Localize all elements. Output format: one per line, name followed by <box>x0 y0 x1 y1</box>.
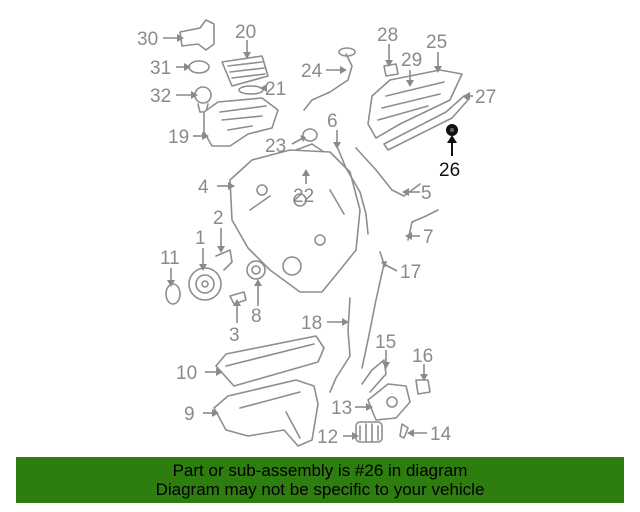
callout-31: 31 <box>150 58 171 79</box>
part-seal-23 <box>302 128 318 142</box>
part-seal-11 <box>165 283 181 305</box>
callout-20: 20 <box>235 22 256 43</box>
part-pan-gasket <box>215 335 325 387</box>
part-oil-pan <box>213 379 319 447</box>
callout-23: 23 <box>265 136 286 157</box>
part-thermostat-housing <box>179 19 215 51</box>
part-oil-cap <box>383 63 399 77</box>
parts-drawing <box>165 19 469 447</box>
part-bracket-2 <box>215 249 233 271</box>
callout-19: 19 <box>168 127 189 148</box>
callout-5: 5 <box>421 183 432 204</box>
arrowheads <box>167 34 470 440</box>
callout-24: 24 <box>301 61 323 82</box>
callout-26-highlighted: 26 <box>439 160 460 181</box>
part-bracket-15 <box>361 359 387 393</box>
callout-14: 14 <box>430 424 452 445</box>
callout-15: 15 <box>375 332 396 353</box>
parts-diagram <box>163 19 473 447</box>
callout-11: 11 <box>160 248 180 269</box>
part-intake-manifold <box>203 97 279 147</box>
callout-3: 3 <box>229 325 240 346</box>
part-dipstick-tube <box>329 297 351 393</box>
part-oil-filter <box>355 421 383 443</box>
callout-6: 6 <box>327 111 338 132</box>
callout-32: 32 <box>150 86 171 107</box>
callout-25: 25 <box>426 32 447 53</box>
callout-30: 30 <box>137 29 158 50</box>
callout-21: 21 <box>265 79 286 100</box>
part-tube-7 <box>407 209 439 241</box>
part-tube-24 <box>303 53 353 111</box>
callout-9: 9 <box>184 404 195 425</box>
part-valve-cover <box>367 69 463 139</box>
callout-18: 18 <box>301 313 322 334</box>
part-cover-gasket <box>383 95 469 151</box>
part-tube-6 <box>335 143 369 235</box>
part-sprocket <box>246 260 266 280</box>
callout-7: 7 <box>423 227 434 248</box>
callout-12: 12 <box>317 427 338 448</box>
callout-17: 17 <box>400 262 421 283</box>
banner-line-1: Part or sub-assembly is #26 in diagram <box>172 461 468 480</box>
part-gasket-21 <box>238 85 264 95</box>
callout-10: 10 <box>176 363 197 384</box>
callout-2: 2 <box>213 208 224 229</box>
part-bolt-14 <box>399 423 409 439</box>
callout-1: 1 <box>195 228 206 249</box>
callout-4: 4 <box>198 177 209 198</box>
part-dipstick <box>361 251 385 369</box>
part-key-3 <box>229 291 247 305</box>
callout-16: 16 <box>412 346 433 367</box>
callout-22: 22 <box>293 186 314 207</box>
part-filter-adapter <box>367 383 411 421</box>
part-crank-pulley <box>188 267 222 301</box>
banner-line-2: Diagram may not be specific to your vehi… <box>155 480 485 499</box>
info-banner: Part or sub-assembly is #26 in diagram D… <box>16 457 624 503</box>
callout-29: 29 <box>401 50 422 71</box>
callout-28: 28 <box>377 25 398 46</box>
callout-labels: 30 20 31 21 32 19 23 22 24 28 29 25 27 2… <box>137 22 496 448</box>
callout-8: 8 <box>251 306 262 327</box>
callout-27: 27 <box>475 87 496 108</box>
callout-13: 13 <box>331 398 352 419</box>
arrowhead-26-highlighted <box>447 135 457 143</box>
